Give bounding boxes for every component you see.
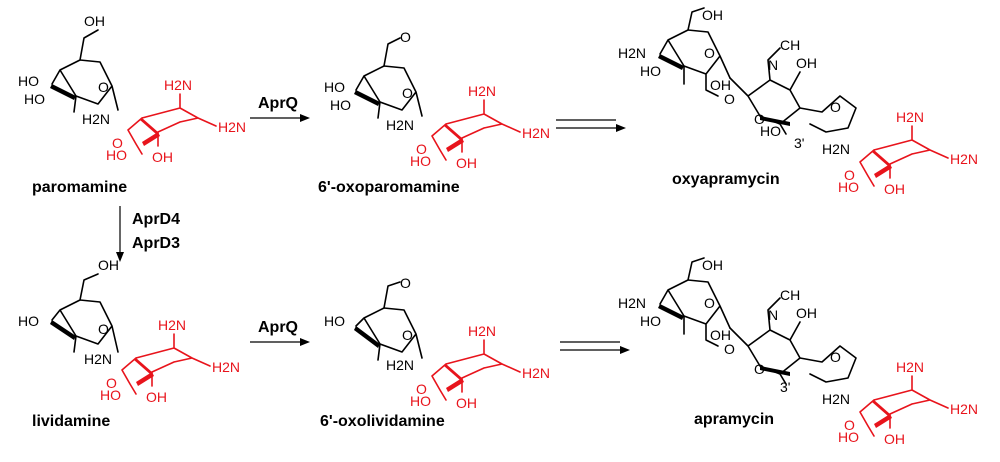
compound-paromamine: paromamine: [32, 179, 127, 196]
oxolividamine-ring-o: O: [402, 327, 413, 343]
apramycin-ho: HO: [640, 313, 661, 329]
lividamine-ring-o: O: [98, 321, 109, 337]
enzyme-aprd3: AprD3: [132, 235, 180, 252]
oxyapramycin-nh2-left: H2N: [618, 45, 646, 61]
apramycin-oh-mid: OH: [710, 327, 731, 343]
oxolividamine-structure: O HO O H2N: [324, 275, 551, 412]
oxyapramycin-structure: OH H2N HO O OH O N CH OH O O HO 3' H2N: [618, 7, 979, 198]
oxyapramycin-ho: HO: [640, 63, 661, 79]
lividamine-structure: OH HO O H2N: [18, 257, 241, 406]
oxoparomamine-ho-4: HO: [324, 79, 345, 95]
lividamine-oh: OH: [98, 257, 119, 273]
arrow-multistep-top: [556, 119, 626, 132]
oxyapramycin-ho-3: HO: [760, 123, 781, 139]
compound-oxyapramycin: oxyapramycin: [672, 171, 780, 188]
lividamine-ho: HO: [18, 313, 39, 329]
apramycin-ch3: CH: [780, 287, 800, 303]
oxyapramycin-nh: N: [768, 57, 778, 73]
paromamine-oh: OH: [84, 13, 105, 29]
apramycin-ring-o-3: O: [830, 349, 841, 365]
apramycin-nh: N: [768, 307, 778, 323]
apramycin-o-link: O: [724, 341, 735, 357]
oxoparomamine-ring-o: O: [402, 85, 413, 101]
oxoparomamine-aldehyde-o: O: [400, 29, 411, 45]
oxyapramycin-oh-mid: OH: [710, 77, 731, 93]
paromamine-ring-o: O: [98, 79, 109, 95]
paromamine-ho-4: HO: [18, 73, 39, 89]
paromamine-nh2: H2N: [82, 111, 110, 127]
compound-oxoparomamine: 6'-oxoparomamine: [318, 179, 460, 196]
apramycin-oh-top: OH: [702, 257, 723, 273]
apramycin-nh2-left: H2N: [618, 295, 646, 311]
apramycin-structure: OH H2N HO O OH O N CH OH O O 3' H2N: [618, 257, 979, 448]
arrow-aprq-bottom: [250, 338, 310, 346]
compound-oxolividamine: 6'-oxolividamine: [320, 413, 445, 430]
arrow-aprd: [116, 206, 124, 262]
enzyme-aprq-bottom: AprQ: [258, 319, 298, 336]
enzyme-aprd4: AprD4: [132, 211, 180, 228]
oxolividamine-nh2: H2N: [386, 357, 414, 373]
oxyapramycin-oh-bridge: OH: [796, 55, 817, 71]
oxolividamine-aldehyde-o: O: [400, 275, 411, 291]
oxyapramycin-ch3: CH: [780, 37, 800, 53]
oxoparomamine-structure: O HO HO O H2N: [324, 29, 551, 172]
lividamine-nh2: H2N: [84, 351, 112, 367]
apramycin-nh2-3: H2N: [822, 391, 850, 407]
apramycin-3prime: 3': [780, 379, 790, 395]
enzyme-aprq-top: AprQ: [258, 95, 298, 112]
oxolividamine-ho: HO: [324, 313, 345, 329]
apramycin-ring-o-1: O: [704, 295, 715, 311]
apramycin-ring-o-2: O: [754, 361, 765, 377]
oxyapramycin-ring-o-3: O: [830, 99, 841, 115]
paromamine-structure: OH HO HO O H2N: [18, 13, 247, 166]
oxyapramycin-nh2-3: H2N: [822, 141, 850, 157]
compound-apramycin: apramycin: [694, 411, 774, 428]
oxyapramycin-ring-o-2: O: [754, 111, 765, 127]
oxyapramycin-o-link: O: [724, 91, 735, 107]
arrow-multistep-bottom: [560, 341, 630, 354]
compound-lividamine: lividamine: [32, 413, 110, 430]
oxyapramycin-3prime: 3': [794, 135, 804, 151]
oxoparomamine-nh2: H2N: [386, 117, 414, 133]
arrow-aprq-top: [250, 114, 310, 122]
oxyapramycin-ring-o-1: O: [704, 45, 715, 61]
apramycin-oh-bridge: OH: [796, 305, 817, 321]
oxyapramycin-oh-top: OH: [702, 7, 723, 23]
paromamine-ho-3: HO: [24, 91, 45, 107]
oxoparomamine-ho-3: HO: [330, 97, 351, 113]
